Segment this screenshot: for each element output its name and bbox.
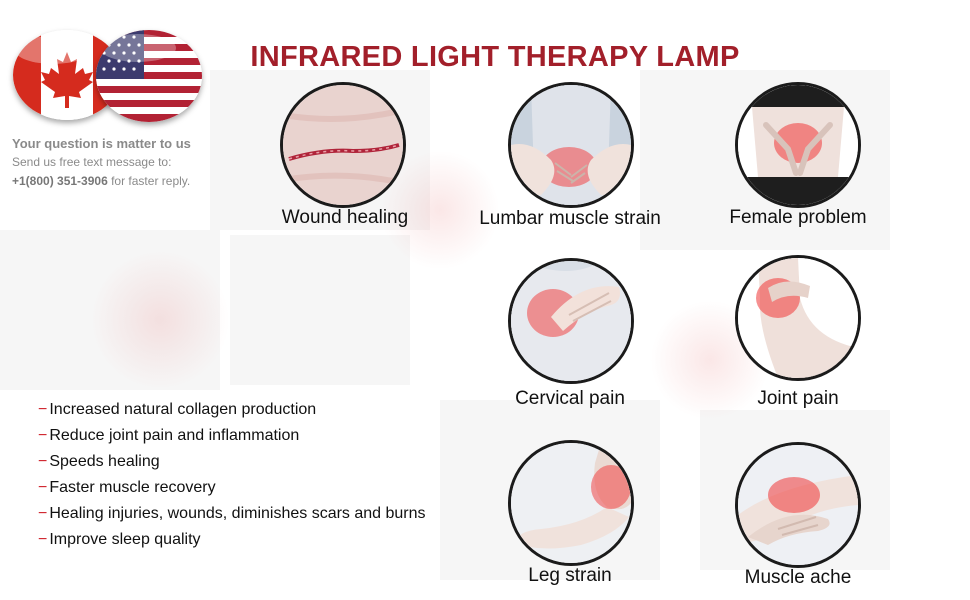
contact-suffix: for faster reply. [107, 174, 191, 188]
joint-pain-icon [735, 255, 861, 381]
contact-phone-line: +1(800) 351-3906 for faster reply. [12, 172, 191, 191]
contact-phone[interactable]: +1(800) 351-3906 [12, 174, 108, 188]
bullet-dash: − [38, 401, 48, 418]
female-problem-icon [735, 82, 861, 208]
condition-label: Female problem [729, 207, 867, 228]
condition-label: Muscle ache [744, 567, 852, 588]
benefit-text: Faster muscle recovery [49, 479, 216, 496]
condition-label: Wound healing [281, 207, 409, 228]
list-item: −Faster muscle recovery [38, 475, 426, 501]
contact-info: Your question is matter to us Send us fr… [12, 134, 191, 191]
cervical-pain-icon [508, 258, 634, 384]
muscle-ache-icon [735, 442, 861, 568]
list-item: −Increased natural collagen production [38, 397, 426, 423]
page-title: INFRARED LIGHT THERAPY LAMP [250, 41, 740, 74]
contact-question: Your question is matter to us [12, 136, 191, 151]
leg-strain-icon [508, 440, 634, 566]
condition-label: Cervical pain [515, 388, 625, 409]
wound-healing-icon [280, 82, 406, 208]
benefit-text: Healing injuries, wounds, diminishes sca… [49, 505, 426, 522]
bullet-dash: − [38, 531, 48, 548]
list-item: −Improve sleep quality [38, 527, 426, 553]
list-item: −Reduce joint pain and inflammation [38, 423, 426, 449]
bullet-dash: − [38, 505, 48, 522]
benefit-text: Increased natural collagen production [49, 401, 317, 418]
benefit-text: Speeds healing [49, 453, 160, 470]
condition-label: Lumbar muscle strain [479, 208, 661, 229]
bullet-dash: − [38, 453, 48, 470]
list-item: −Healing injuries, wounds, diminishes sc… [38, 501, 426, 527]
usa-flag-icon [96, 30, 202, 122]
benefit-text: Reduce joint pain and inflammation [49, 427, 300, 444]
benefit-text: Improve sleep quality [49, 531, 201, 548]
contact-instruction: Send us free text message to: [12, 155, 172, 169]
condition-label: Leg strain [528, 565, 612, 586]
condition-label: Joint pain [757, 388, 839, 409]
benefits-list: −Increased natural collagen production −… [38, 397, 426, 553]
lumbar-strain-icon [508, 82, 634, 208]
bullet-dash: − [38, 479, 48, 496]
list-item: −Speeds healing [38, 449, 426, 475]
bullet-dash: − [38, 427, 48, 444]
